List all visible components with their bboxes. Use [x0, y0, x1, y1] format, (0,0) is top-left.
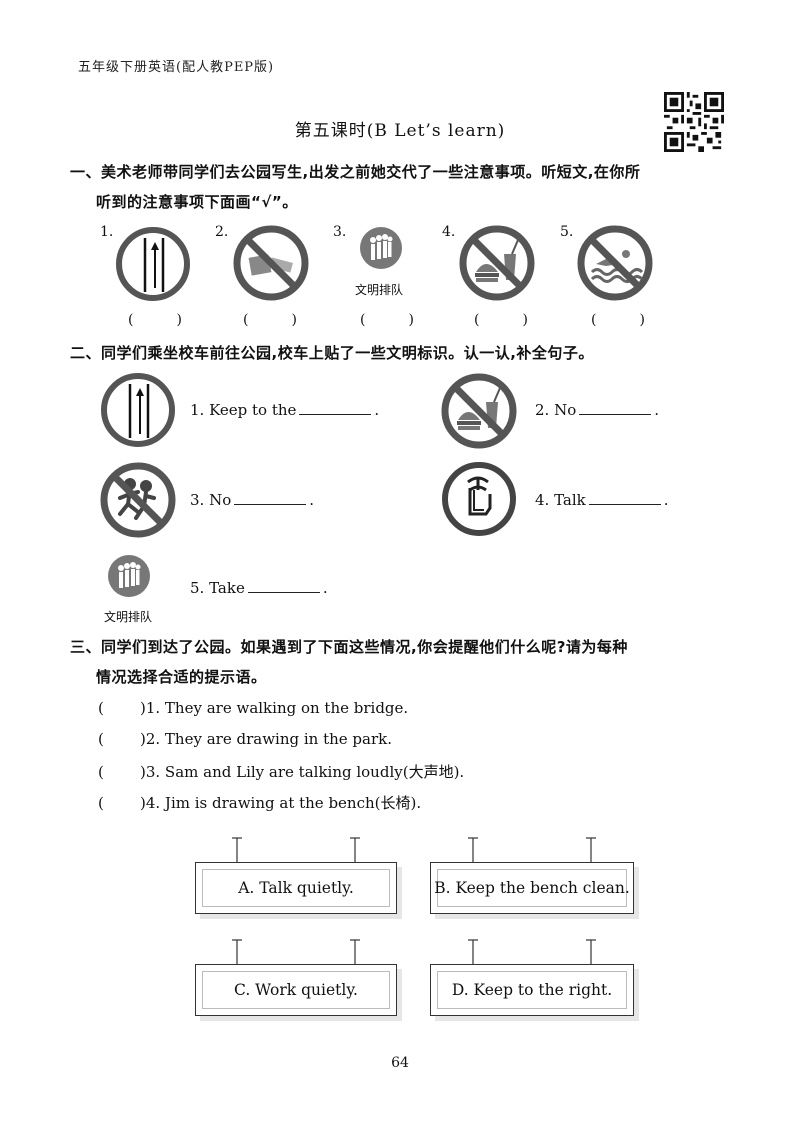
situation-item-1: ()1. They are walking on the bridge.: [98, 699, 409, 717]
section1-title-line2: 听到的注意事项下面画“√”。: [96, 193, 298, 211]
item-number: 3.: [333, 224, 347, 240]
section1-title-line1: 一、美术老师带同学们去公园写生,出发之前她交代了一些注意事项。听短文,在你所: [70, 163, 641, 181]
item-number: 4.: [442, 224, 456, 240]
answer-paren[interactable]: (): [474, 312, 528, 328]
answer-blank[interactable]: [234, 490, 307, 505]
queue-sign-icon: [108, 555, 150, 597]
queue-sign-icon: [360, 227, 402, 269]
answer-paren[interactable]: (): [128, 312, 182, 328]
lesson-title: 第五课时(B Let’s learn): [294, 121, 506, 141]
board-a: A. Talk quietly.: [195, 862, 397, 914]
item-number: 1.: [100, 224, 114, 240]
answer-blank[interactable]: [588, 490, 661, 505]
situation-item-2: ()2. They are drawing in the park.: [98, 730, 392, 748]
situation-item-3: ()3. Sam and Lily are talking loudly(大声地…: [98, 763, 465, 781]
sentence-4: 4. Talk.: [535, 490, 669, 509]
item-number: 5.: [560, 224, 574, 240]
talk-quietly-sign-icon: [442, 462, 516, 536]
section3-title-line1: 三、同学们到达了公园。如果遇到了下面这些情况,你会提醒他们什么呢?请为每种: [70, 638, 628, 656]
answer-paren[interactable]: (: [98, 794, 104, 812]
no-books-sign-icon: [233, 225, 309, 301]
section2-title: 二、同学们乘坐校车前往公园,校车上贴了一些文明标识。认一认,补全句子。: [70, 344, 594, 362]
answer-blank[interactable]: [299, 400, 372, 415]
sentence-3: 3. No.: [190, 490, 315, 509]
sentence-2: 2. No.: [535, 400, 660, 419]
answer-paren[interactable]: (: [98, 730, 104, 748]
answer-paren[interactable]: (): [360, 312, 414, 328]
keep-right-sign-icon: [101, 373, 175, 447]
section3-title-line2: 情况选择合适的提示语。: [96, 668, 267, 686]
page-number: 64: [391, 1055, 409, 1071]
sign-caption: 文明排队: [355, 283, 404, 297]
no-swimming-sign-icon: [577, 225, 653, 301]
answer-paren[interactable]: (: [98, 763, 104, 781]
book-title: 五年级下册英语(配人教PEP版): [78, 60, 275, 75]
answer-blank[interactable]: [579, 400, 652, 415]
sign-caption: 文明排队: [104, 610, 153, 624]
no-running-sign-icon: [100, 462, 176, 538]
sentence-5: 5. Take.: [190, 578, 328, 597]
board-b: B. Keep the bench clean.: [430, 862, 634, 914]
answer-blank[interactable]: [247, 578, 320, 593]
situation-item-4: ()4. Jim is drawing at the bench(长椅).: [98, 794, 422, 812]
answer-paren[interactable]: (: [98, 699, 104, 717]
keep-right-sign-icon: [116, 227, 190, 301]
answer-paren[interactable]: (): [243, 312, 297, 328]
no-food-sign-icon: [459, 225, 535, 301]
no-food-sign-icon: [441, 373, 517, 449]
board-c: C. Work quietly.: [195, 964, 397, 1016]
qr-code-icon: [664, 92, 724, 152]
answer-paren[interactable]: (): [591, 312, 645, 328]
sentence-1: 1. Keep to the.: [190, 400, 380, 419]
board-d: D. Keep to the right.: [430, 964, 634, 1016]
item-number: 2.: [215, 224, 229, 240]
